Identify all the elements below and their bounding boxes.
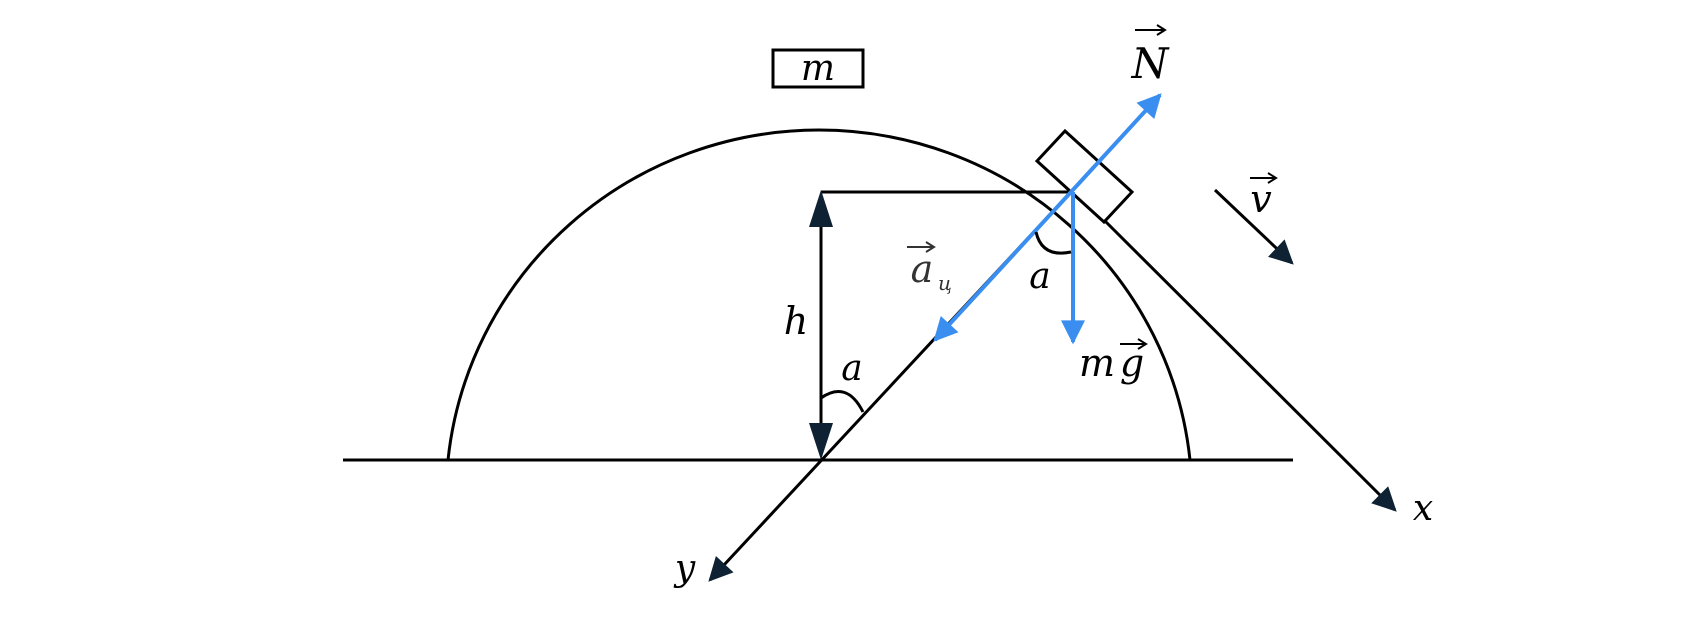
normal-force-vector-mark (1135, 24, 1167, 36)
centripetal-accel-subscript: ц (938, 271, 952, 295)
mass-label: m (801, 48, 835, 89)
x-axis-label: x (1413, 488, 1433, 529)
velocity-label: v (1250, 177, 1272, 221)
height-label: h (784, 299, 808, 343)
centripetal-vector-mark (907, 241, 936, 253)
angle-arc-top (1034, 231, 1072, 255)
gravity-m-label: m (1079, 341, 1115, 385)
y-axis-label: y (673, 548, 696, 589)
centripetal-accel-arrow (933, 190, 1073, 342)
block-top (771, 48, 865, 89)
angle-top-label: a (1029, 256, 1050, 297)
velocity-vector-mark (1250, 172, 1278, 184)
block-slope (1034, 128, 1135, 225)
hemisphere-arc (446, 128, 1192, 461)
height-arrowhead-top (809, 190, 833, 227)
normal-force-label: N (1131, 39, 1170, 88)
normal-force-arrow (1069, 93, 1162, 194)
angle-bottom-label: a (841, 348, 862, 389)
x-axis-line (1102, 218, 1397, 512)
gravity-vector-mark (1120, 338, 1148, 350)
velocity-arrow (1213, 188, 1294, 265)
angle-arc-bottom (820, 390, 865, 413)
centripetal-accel-label: a (911, 247, 934, 291)
height-arrowhead-bottom (809, 423, 833, 460)
